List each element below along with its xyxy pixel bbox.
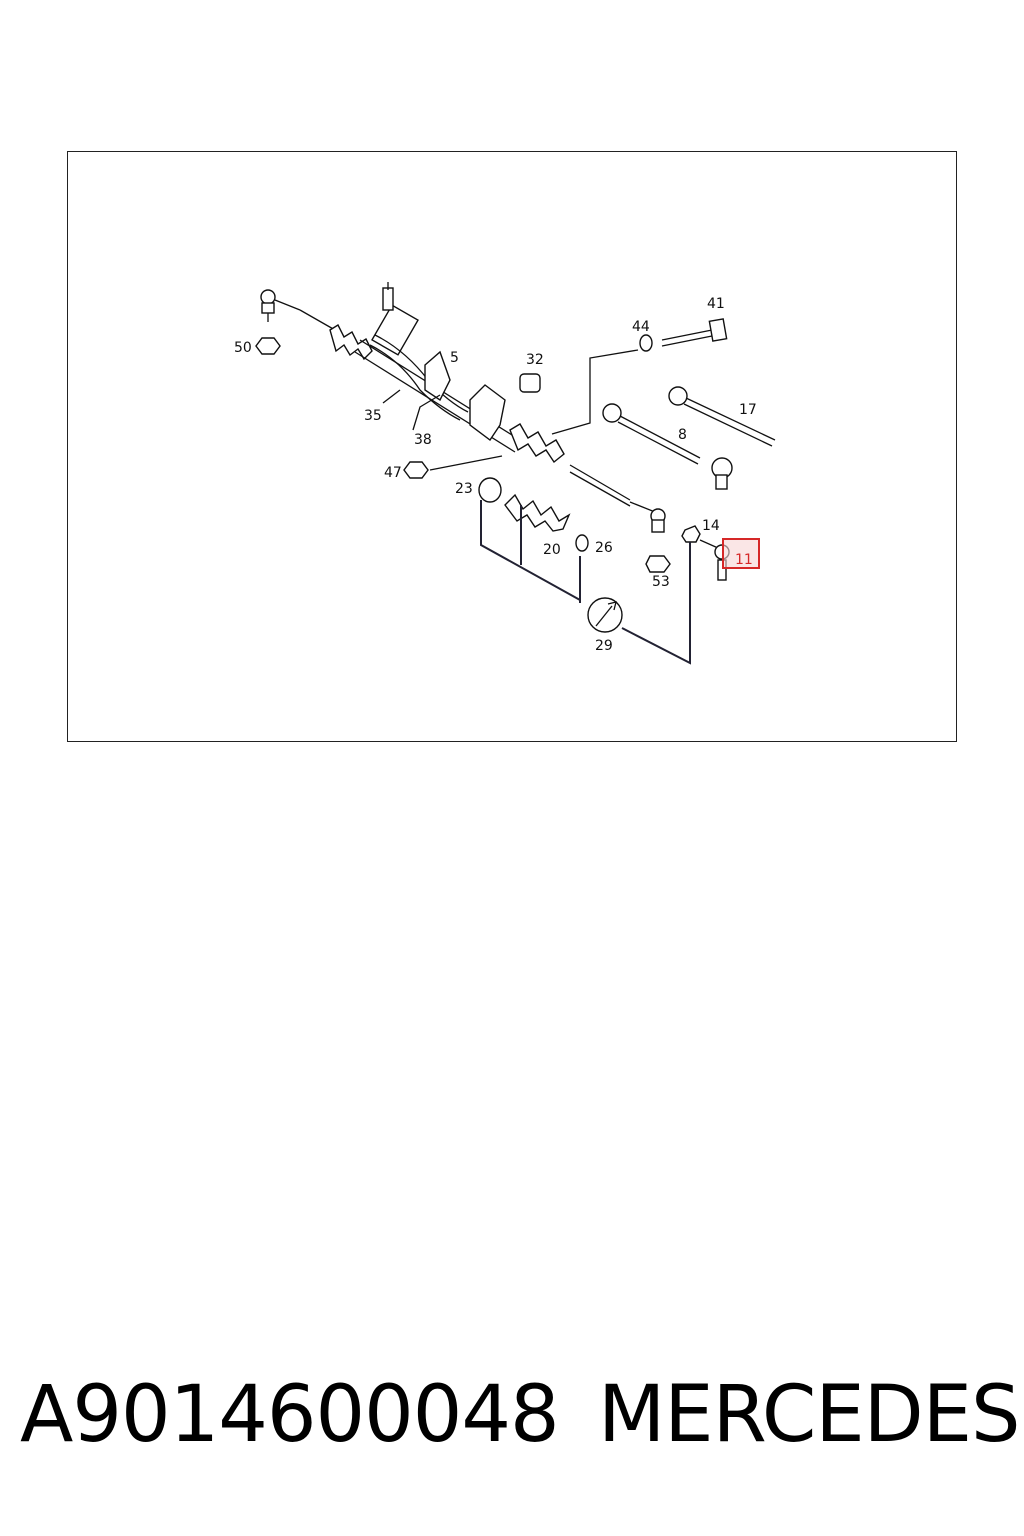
- inner-tie-rod-17: [668, 386, 776, 447]
- tie-rod-assembly-8: [602, 403, 733, 490]
- callout-5: 5: [450, 350, 459, 366]
- boot-20: [504, 493, 571, 532]
- callout-41: 41: [707, 296, 725, 312]
- callout-38: 38: [414, 432, 432, 448]
- clamp-23: [478, 477, 502, 503]
- bolt-41: [661, 318, 728, 347]
- callout-23: 23: [455, 481, 473, 497]
- nut-53: [645, 555, 671, 573]
- callout-26: 26: [595, 540, 613, 556]
- diagram-frame: [67, 151, 957, 742]
- bushing-32: [519, 373, 541, 393]
- steering-rack: [260, 282, 666, 533]
- brand-name: MERCEDES: [598, 1370, 1020, 1460]
- callout-8: 8: [678, 427, 687, 443]
- callout-44: 44: [632, 319, 650, 335]
- nut-47: [403, 461, 429, 479]
- callout-17: 17: [739, 402, 757, 418]
- callout-14: 14: [702, 518, 720, 534]
- callout-20: 20: [543, 542, 561, 558]
- callout-47: 47: [384, 465, 402, 481]
- nut-50: [255, 337, 281, 355]
- nut-14: [681, 525, 701, 543]
- callout-53: 53: [652, 574, 670, 590]
- washer-44: [639, 334, 653, 352]
- callout-35: 35: [364, 408, 382, 424]
- callout-11: 11: [735, 552, 753, 568]
- callout-32: 32: [526, 352, 544, 368]
- wrench-icon: [587, 597, 623, 633]
- highlighted-callout-11[interactable]: 11: [722, 538, 760, 569]
- callouts: 50 5 32 44 41 35 38 17 8 47 23 14 20 26 …: [234, 296, 757, 654]
- callout-29: 29: [595, 638, 613, 654]
- part-number: A9014600048: [20, 1370, 560, 1460]
- clip-26: [575, 534, 589, 552]
- callout-50: 50: [234, 340, 252, 356]
- leader-lines: [382, 349, 691, 665]
- steering-rack-diagram: 50 5 32 44 41 35 38 17 8 47 23 14 20 26 …: [234, 282, 776, 665]
